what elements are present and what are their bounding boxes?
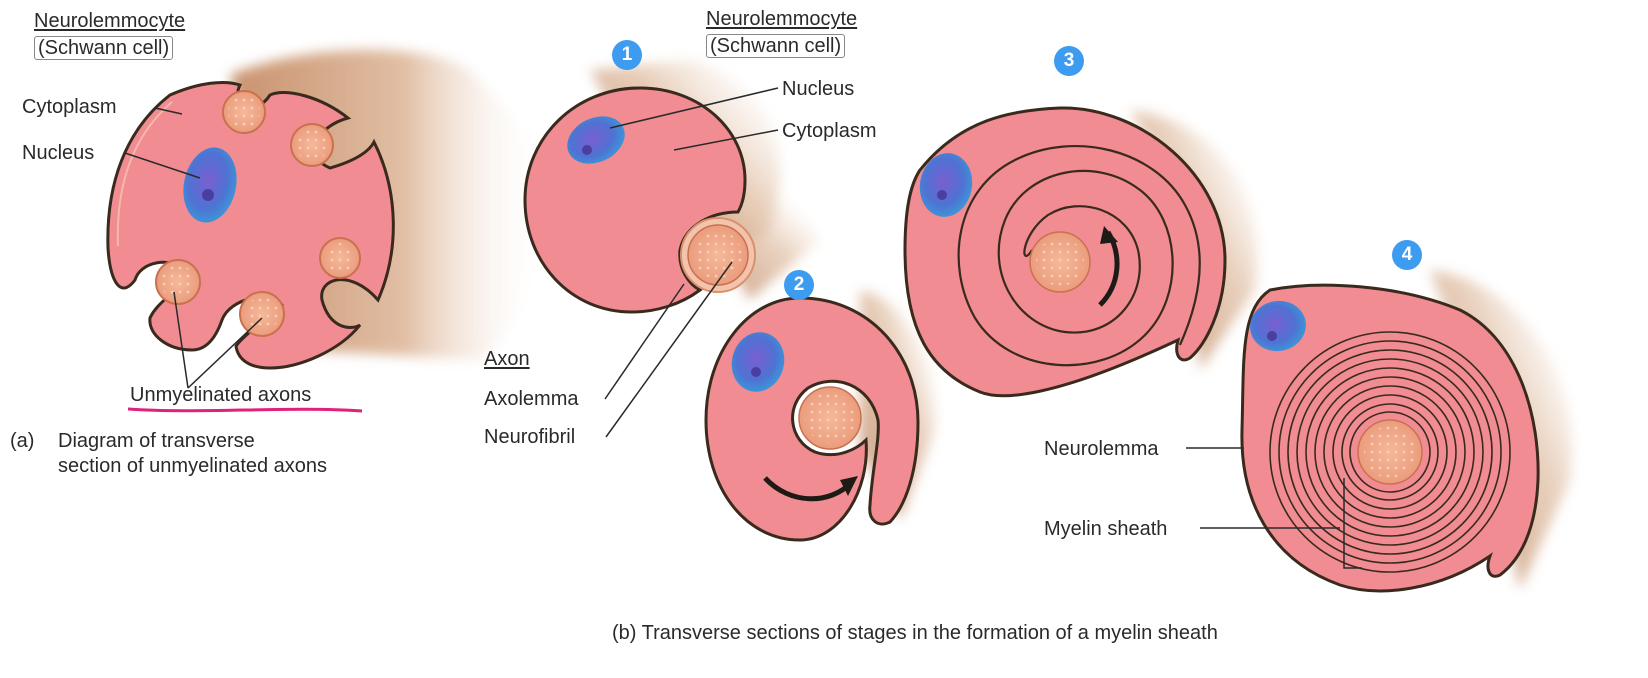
unmyelinated-axon: [291, 124, 333, 166]
stage-4-badge: 4: [1392, 240, 1422, 270]
unmyelinated-axons-label: Unmyelinated axons: [130, 384, 311, 406]
caption-a-letter: (a): [10, 430, 34, 452]
unmyelinated-axon: [320, 238, 360, 278]
axon-label: Axon: [484, 348, 530, 370]
caption-b: (b) Transverse sections of stages in the…: [612, 620, 1218, 646]
unmyelinated-axon: [156, 260, 200, 304]
caption-a-line-2: section of unmyelinated axons: [58, 455, 327, 477]
panel-b-schwann-subtitle: (Schwann cell): [706, 34, 845, 58]
panel-b-cytoplasm-label: Cytoplasm: [782, 120, 876, 142]
panel-a-nucleus-label: Nucleus: [22, 142, 94, 164]
neurolemma-label: Neurolemma: [1044, 438, 1158, 460]
neurofibril-label: Neurofibril: [484, 426, 575, 448]
panel-b-schwann-title: Neurolemmocyte: [706, 8, 857, 30]
panel-a: [108, 50, 546, 411]
axon-stage-4: [1358, 420, 1422, 484]
axon-stage-3: [1030, 232, 1090, 292]
panel-a-schwann-subtitle: (Schwann cell): [34, 36, 173, 60]
panel-b-nucleus-label: Nucleus: [782, 78, 854, 100]
axon-stage-2: [799, 387, 861, 449]
stage-1-badge: 1: [612, 40, 642, 70]
unmyelinated-axon: [223, 91, 265, 133]
stage-2-badge: 2: [784, 270, 814, 300]
stage-3: [905, 108, 1258, 396]
stage-3-badge: 3: [1054, 46, 1084, 76]
panel-a-cytoplasm-label: Cytoplasm: [22, 96, 116, 118]
stage-2: [706, 290, 936, 540]
caption-a-line-1: Diagram of transverse: [58, 430, 255, 452]
underline-mark: [128, 409, 362, 411]
axolemma-label: Axolemma: [484, 388, 578, 410]
unmyelinated-axon: [240, 292, 284, 336]
myelin-sheath-label: Myelin sheath: [1044, 518, 1167, 540]
panel-a-schwann-title: Neurolemmocyte: [34, 10, 185, 32]
stage-4: [1186, 270, 1572, 591]
